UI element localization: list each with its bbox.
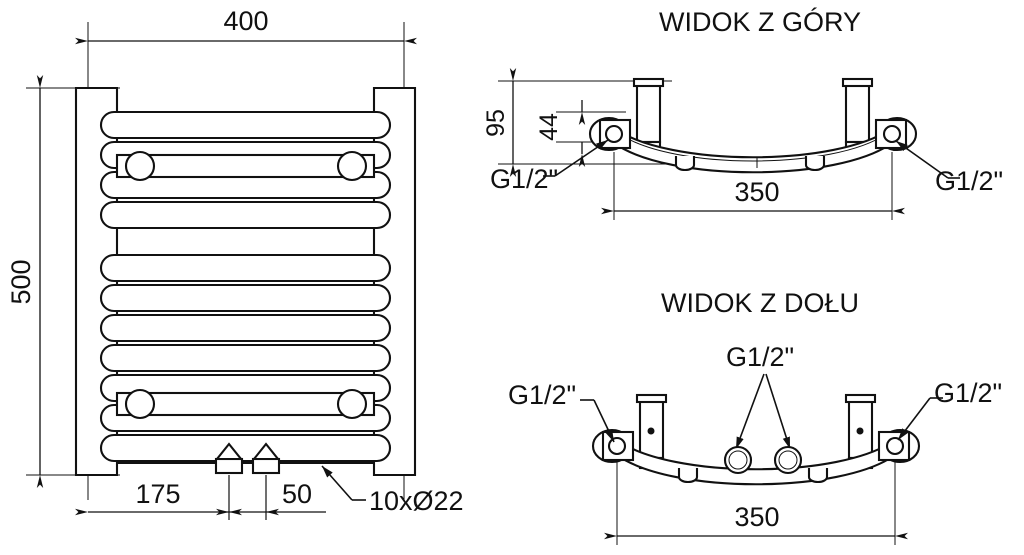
top-view-elbow-right	[874, 116, 918, 152]
top-view-elbow-left	[588, 116, 632, 152]
dimension-height-500: 500	[6, 75, 44, 488]
valve-symbol-right	[251, 442, 281, 520]
bottom-view-thread-label-right: G1/2"	[897, 378, 1002, 441]
top-view-thread-label-right: G1/2"	[895, 140, 1003, 196]
bottom-view-thread-label-center-text: G1/2"	[726, 342, 794, 372]
front-view-group: 400 500	[6, 6, 464, 520]
rung-row	[99, 433, 392, 463]
valve-symbol-left	[214, 442, 244, 520]
port-upper-left	[124, 150, 156, 182]
top-view-group: WIDOK Z GÓRY 95 44	[482, 6, 1003, 220]
bottom-view-title: WIDOK Z DOŁU	[661, 288, 859, 318]
thread-port-right	[882, 124, 902, 144]
bottom-view-thread-label-right-text: G1/2"	[934, 378, 1002, 408]
top-view-title: WIDOK Z GÓRY	[659, 6, 861, 37]
top-view-thread-label-right-text: G1/2"	[935, 166, 1003, 196]
stub-right-marker	[856, 427, 864, 435]
dimension-50-label: 50	[282, 479, 312, 509]
callout-holes-label: 10xØ22	[369, 486, 464, 516]
dimension-center-350-top: 350	[601, 152, 905, 220]
rung-row	[99, 110, 392, 140]
bottom-view-elbow-right	[877, 428, 921, 464]
dimension-width-400-label: 400	[223, 6, 268, 36]
dimension-center-350-bottom-label: 350	[734, 502, 779, 532]
dimension-depth-95-label: 95	[482, 109, 510, 137]
bottom-view-thread-label-left-text: G1/2"	[508, 380, 576, 410]
dimension-inner-44: 44	[535, 100, 586, 167]
dimension-depth-95: 95	[482, 68, 517, 177]
callout-holes: 10xØ22	[321, 465, 464, 516]
dimension-height-500-label: 500	[6, 259, 36, 304]
port-lower-left	[124, 388, 156, 420]
stub-left-marker	[647, 427, 655, 435]
bottom-thread-port-right	[885, 436, 905, 456]
port-lower-right	[336, 388, 368, 420]
upper-port-bar	[115, 150, 376, 182]
lower-port-bar	[115, 388, 376, 420]
bottom-view-thread-label-center: G1/2"	[726, 342, 794, 450]
dimension-width-400: 400	[75, 6, 417, 45]
rung-row	[99, 200, 392, 230]
top-view-thread-label-left-text: G1/2"	[490, 164, 558, 194]
thread-port-left	[604, 124, 624, 144]
dimension-center-350-top-label: 350	[734, 177, 779, 207]
bottom-view-manifold	[615, 437, 897, 486]
bottom-thread-port-left	[607, 436, 627, 456]
rung-row	[99, 313, 392, 343]
bottom-view-group: WIDOK Z DOŁU G1/2"	[508, 288, 1002, 545]
rung-row	[99, 283, 392, 313]
rung-row	[99, 343, 392, 373]
top-view-thread-label-left: G1/2"	[490, 139, 609, 194]
rung-row	[99, 253, 392, 283]
bottom-view-thread-label-left: G1/2"	[508, 380, 615, 443]
dimension-175-label: 175	[135, 479, 180, 509]
dimension-center-350-bottom: 350	[604, 462, 908, 545]
bottom-view-elbow-left	[591, 428, 635, 464]
dimension-inner-44-label: 44	[535, 113, 563, 141]
rung-row	[99, 170, 392, 200]
port-upper-right	[336, 150, 368, 182]
dimension-bottom-chain: 175 50	[75, 479, 326, 516]
